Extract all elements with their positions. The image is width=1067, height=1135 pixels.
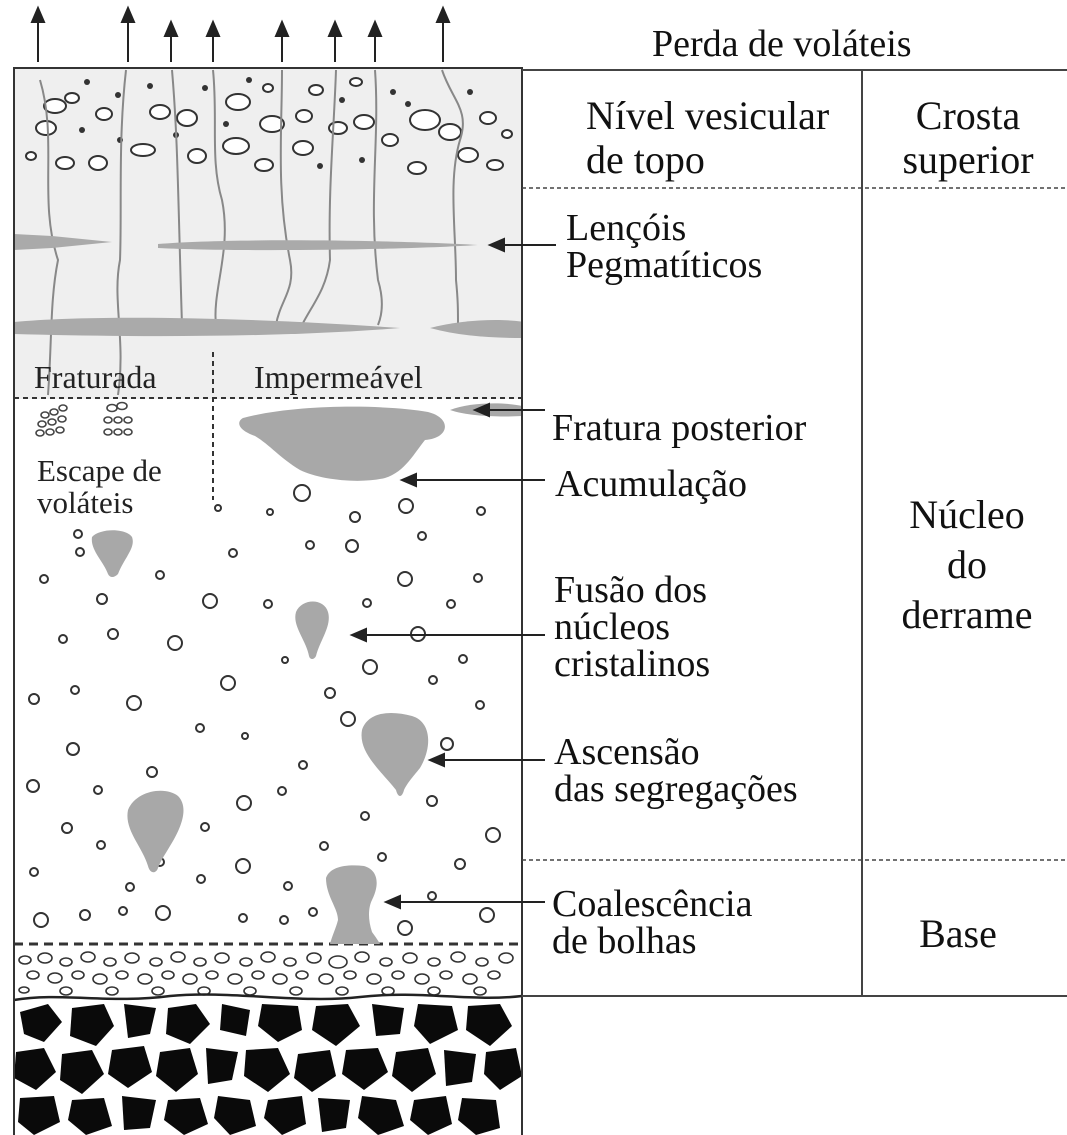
accumulation-label: Acumulação [555,463,748,505]
flow-core-label: Núcleo do derrame [901,492,1033,637]
pegmatitic-sheets-label: Lençóis Pegmatíticos [566,207,763,286]
base-vesicles [18,951,514,996]
segregation-ascent-label: Ascensão das segregações [554,731,798,810]
volatile-loss-arrows [30,5,451,62]
volatile-escape-label: Escape de voláteis [37,453,162,520]
bubble-coalescence-label: Coalescência de bolhas [552,883,753,962]
segregations [91,403,522,944]
escape-vesicle-clusters [35,401,133,437]
volatile-loss-header: Perda de voláteis [652,23,912,65]
arrow-pegmatitic-sheets [487,237,556,253]
base-label: Base [919,911,997,956]
zone-table-lines [522,69,1067,997]
top-vesicles [25,77,513,175]
core-bubbles [26,484,501,936]
upper-crust-label: Crosta superior [902,93,1034,182]
arrow-segregation-ascent [427,752,545,768]
top-vesicular-level-label: Nível vesicular de topo [586,93,830,182]
lava-flow-column [13,67,523,1135]
fractured-label: Fraturada [34,359,157,395]
pegmatitic-sheets [14,234,522,338]
arrow-late-fracture [472,402,545,418]
arrow-accumulation [399,472,545,488]
arrow-nuclei-fusion [349,627,545,643]
leader-arrows [349,237,556,910]
arrow-bubble-coalescence [383,894,545,910]
flow-contact-line [13,993,523,1002]
top-dots [79,77,473,169]
late-fracture-label: Fratura posterior [552,407,807,449]
dashed-boundaries [14,352,522,946]
breccia-blocks [14,1004,522,1135]
impermeable-label: Impermeável [254,359,423,395]
nuclei-fusion-label: Fusão dos núcleos cristalinos [554,569,711,685]
